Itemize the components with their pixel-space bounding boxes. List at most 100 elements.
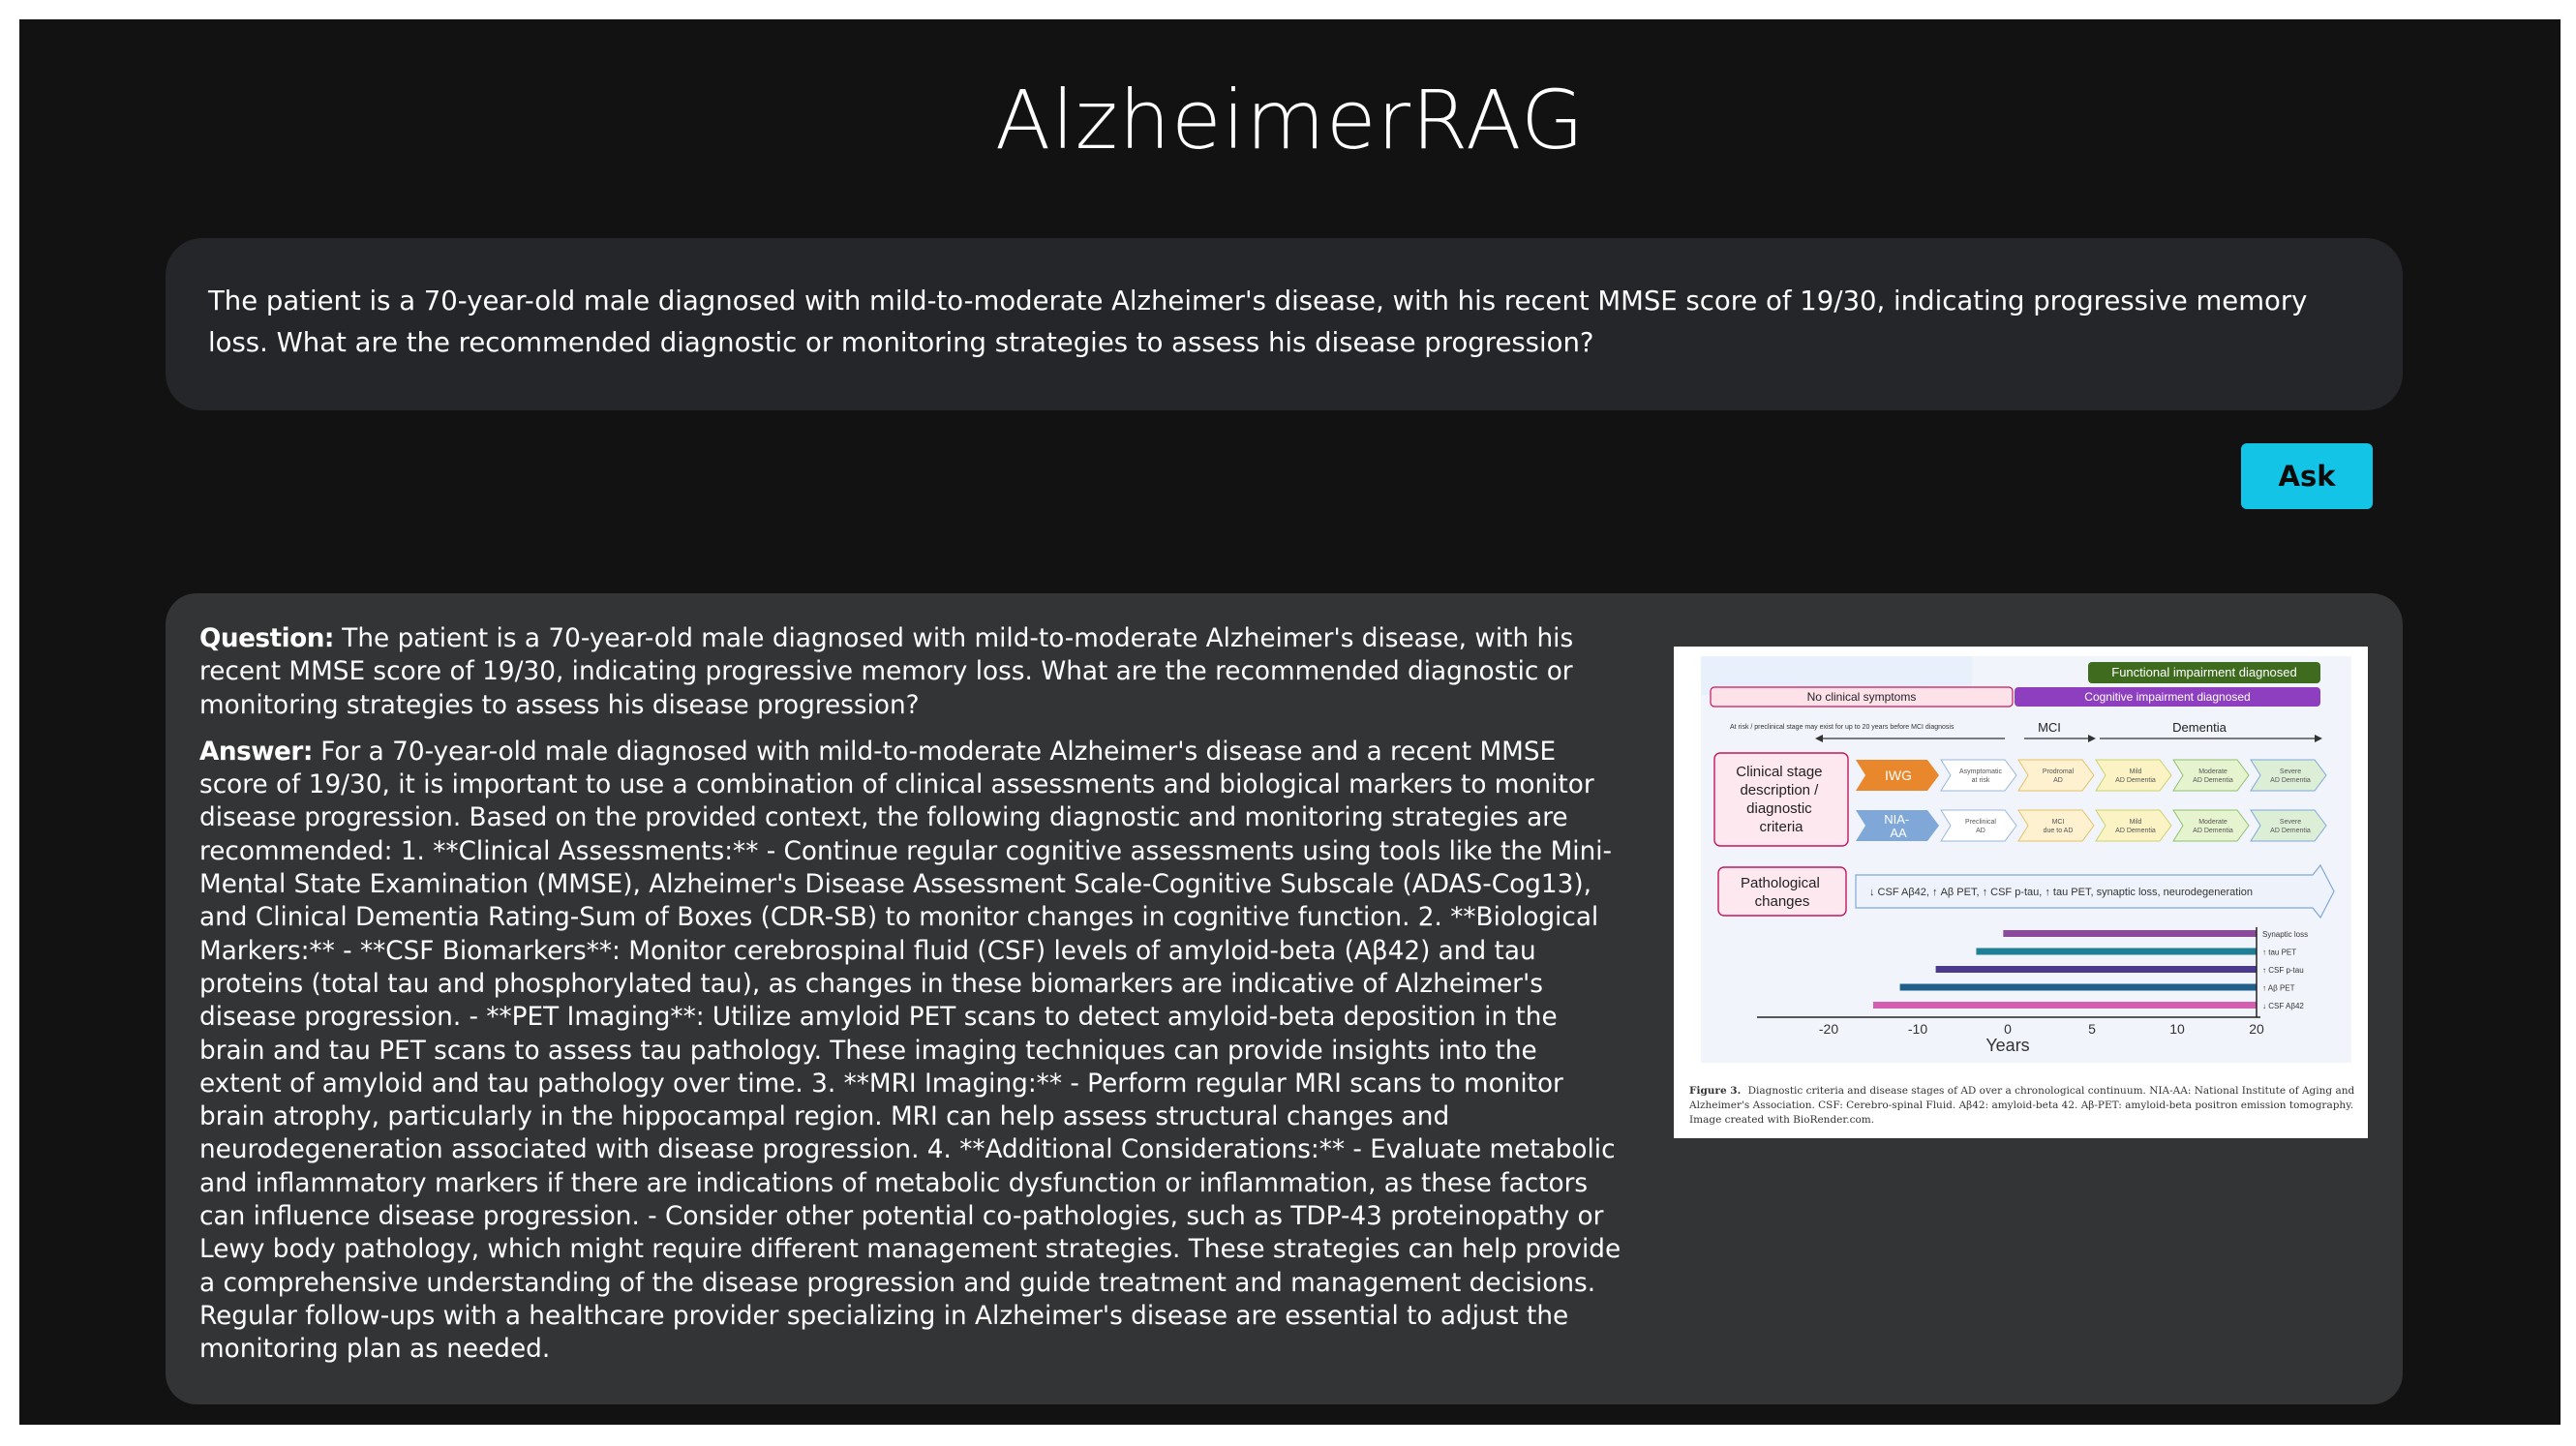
app-title: AlzheimerRAG: [994, 73, 1586, 167]
clinical-stage-box: [1713, 752, 1849, 847]
answer-label: Answer:: [199, 737, 313, 767]
stage-chevron: [2172, 759, 2250, 792]
pathological-text: ↓ CSF Aβ42, ↑ Aβ PET, ↑ CSF p-tau, ↑ tau…: [1869, 887, 2253, 898]
biomarker-bars: Synaptic loss ↑ tau PET ↑ CSF p-tau ↑ Aβ PE…: [1873, 930, 2308, 1010]
question-echo-text: The patient is a 70-year-old male diagno…: [199, 624, 1574, 720]
answer-paragraph: Answer: For a 70-year-old male diagnosed…: [199, 736, 1622, 1367]
stage-label: Preclinical: [1965, 819, 1996, 826]
retrieved-figure: Functional impairment diagnosed No clini…: [1674, 647, 2368, 1138]
x-axis-tick-label: 0: [2004, 1021, 2012, 1037]
clinical-stage-line: Clinical stage: [1736, 764, 1822, 780]
nia-aa-line: AA: [1890, 826, 1907, 840]
biomarker-bar: [1873, 1002, 2257, 1009]
question-echo: Question: The patient is a 70-year-old m…: [199, 622, 1622, 722]
stage-chevron: [2017, 809, 2095, 842]
x-axis-tick-label: 20: [2249, 1021, 2264, 1037]
stage-label: at risk: [1972, 777, 1990, 784]
biomarker-bar-label: Synaptic loss: [2262, 930, 2308, 939]
stage-label: due to AD: [2044, 828, 2074, 834]
stage-label: AD Dementia: [2115, 828, 2156, 834]
stage-label: Moderate: [2198, 768, 2227, 775]
biomarker-bar: [1976, 948, 2257, 955]
answer-panel: Question: The patient is a 70-year-old m…: [166, 593, 2403, 1404]
stage-label: Mild: [2130, 819, 2142, 826]
clinical-stage-label: Clinical stage description / diagnostic …: [1736, 764, 1826, 835]
stage-label: Moderate: [2198, 819, 2227, 826]
figure-diagram: Functional impairment diagnosed No clini…: [1688, 656, 2358, 1126]
biomarker-bar-label: ↑ tau PET: [2262, 949, 2296, 957]
stage-label: AD: [2053, 777, 2063, 784]
pathological-changes-label: Pathological changes: [1741, 875, 1824, 910]
nia-aa-chevron: [1856, 810, 1939, 841]
nia-aa-line: NIA-: [1884, 812, 1909, 827]
pathological-line: Pathological: [1741, 875, 1820, 891]
no-symptoms-box: [1710, 686, 2014, 708]
figure-background: [1701, 656, 2351, 1063]
question-input-text: The patient is a 70-year-old male diagno…: [208, 286, 2308, 358]
stage-label: Mild: [2130, 768, 2142, 775]
mci-label: MCI: [2038, 720, 2061, 735]
nia-aa-label: NIA- AA: [1884, 812, 1913, 840]
stage-chevron: [2250, 759, 2327, 792]
question-input[interactable]: The patient is a 70-year-old male diagno…: [166, 238, 2403, 410]
clinical-stage-line: criteria: [1759, 819, 1803, 835]
stage-label: AD: [1976, 828, 1985, 834]
question-label: Question:: [199, 624, 334, 653]
x-axis-tick-label: 5: [2088, 1021, 2096, 1037]
stage-chevron: [2095, 759, 2172, 792]
app-window: AlzheimerRAG The patient is a 70-year-ol…: [19, 19, 2561, 1425]
x-axis-label: Years: [1985, 1036, 2029, 1055]
stage-label: Severe: [2280, 768, 2301, 775]
dementia-label: Dementia: [2172, 720, 2227, 735]
clinical-stage-line: description /: [1740, 782, 1819, 798]
functional-impairment-box: [2088, 662, 2320, 683]
answer-body-text: For a 70-year-old male diagnosed with mi…: [199, 737, 1621, 1365]
stage-label: AD Dementia: [2270, 777, 2311, 784]
x-axis-ticks: -20 -10 0 5 10 20: [1819, 1021, 2264, 1037]
stage-label: AD Dementia: [2193, 777, 2233, 784]
caption-line: Alzheimer's Association. CSF: Cerebro-sp…: [1688, 1100, 2353, 1111]
stage-label: Prodromal: [2043, 768, 2075, 775]
clinical-stage-line: diagnostic: [1746, 800, 1812, 817]
stage-chevron: [2250, 809, 2327, 842]
biomarker-bar-label: ↓ CSF Aβ42: [2262, 1002, 2304, 1010]
at-risk-arrowhead: [1815, 735, 1823, 742]
ask-button[interactable]: Ask: [2241, 443, 2373, 509]
stage-label: AD Dementia: [2115, 777, 2156, 784]
biomarker-bar: [1899, 983, 2257, 991]
iwg-label: IWG: [1885, 768, 1912, 783]
stage-label: Severe: [2280, 819, 2301, 826]
cognitive-impairment-label: Cognitive impairment diagnosed: [2084, 690, 2250, 704]
pathological-changes-box: [1717, 866, 1847, 917]
stage-chevron: [2095, 809, 2172, 842]
caption-line: Diagnostic criteria and disease stages o…: [1748, 1085, 2355, 1097]
x-axis-tick-label: -20: [1819, 1021, 1838, 1037]
stage-label: MCI: [2052, 819, 2065, 826]
iwg-chevron: [1856, 760, 1939, 791]
no-symptoms-label: No clinical symptoms: [1807, 690, 1917, 704]
x-axis-tick-label: 10: [2169, 1021, 2185, 1037]
stage-chevron: [2172, 809, 2250, 842]
caption-bold: Figure 3.: [1689, 1085, 1741, 1097]
functional-impairment-label: Functional impairment diagnosed: [2111, 665, 2297, 679]
caption-line: Image created with BioRender.com.: [1689, 1114, 1874, 1126]
figure-caption: Figure 3. Diagnostic criteria and diseas…: [1688, 1085, 2358, 1126]
cognitive-impairment-box: [2015, 687, 2320, 707]
dementia-arrowhead: [2315, 735, 2322, 742]
biomarker-bar-label: ↑ Aβ PET: [2262, 984, 2295, 993]
stage-chevron: [2017, 759, 2095, 792]
pathological-line: changes: [1755, 893, 1810, 910]
pathological-arrow: [1855, 863, 2335, 919]
biomarker-bar: [1935, 966, 2257, 973]
biomarker-bar-label: ↑ CSF p-tau: [2262, 966, 2304, 975]
at-risk-note: At risk / preclinical stage may exist fo…: [1730, 724, 1955, 731]
stage-label: AD Dementia: [2193, 828, 2233, 834]
stage-label: AD Dementia: [2270, 828, 2311, 834]
mci-arrowhead: [2088, 735, 2096, 742]
answer-text-block: Question: The patient is a 70-year-old m…: [199, 622, 1622, 1380]
stage-label: Asymptomatic: [1959, 768, 2002, 775]
x-axis-tick-label: -10: [1908, 1021, 1927, 1037]
stage-chevron: [1940, 809, 2017, 842]
